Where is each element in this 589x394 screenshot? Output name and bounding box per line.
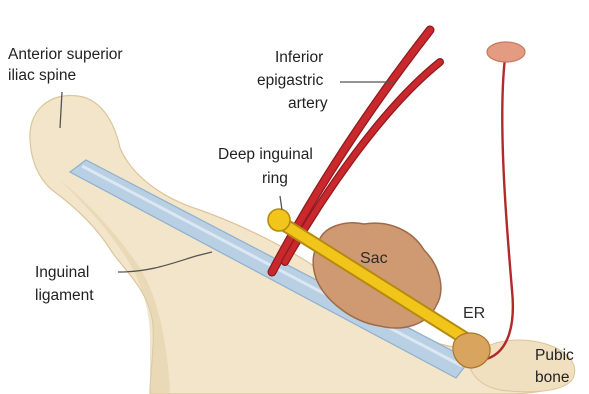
label-er: ER bbox=[463, 305, 485, 322]
label-lig-line1: Inguinal bbox=[35, 264, 89, 281]
label-lig-line2: ligament bbox=[35, 287, 94, 304]
label-dir-line1: Deep inguinal bbox=[218, 146, 313, 163]
label-iea-line2: epigastric bbox=[257, 72, 324, 89]
dir-leader bbox=[280, 196, 282, 210]
label-asis-line1: Anterior superior bbox=[8, 46, 123, 63]
external-ring-bulb bbox=[453, 333, 490, 368]
testicular-vessel bbox=[482, 58, 513, 360]
label-iea-line3: artery bbox=[288, 95, 328, 112]
label-iea-line1: Inferior bbox=[275, 49, 323, 66]
label-asis-line2: iliac spine bbox=[8, 67, 76, 84]
deep-ring-bulb bbox=[268, 209, 290, 231]
label-pubic-line2: bone bbox=[535, 369, 569, 386]
testis-outline bbox=[487, 42, 525, 62]
label-dir-line2: ring bbox=[262, 170, 288, 187]
label-pubic-line1: Pubic bbox=[535, 347, 574, 364]
label-sac: Sac bbox=[360, 250, 388, 267]
